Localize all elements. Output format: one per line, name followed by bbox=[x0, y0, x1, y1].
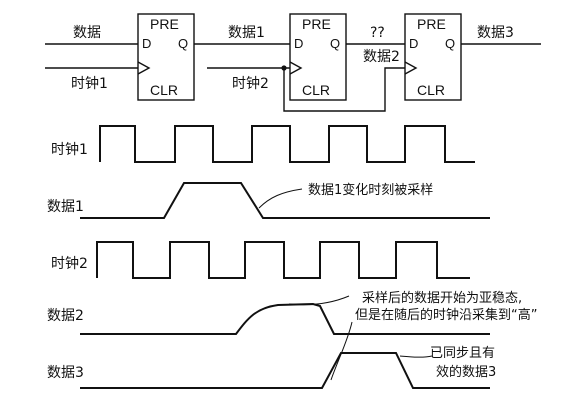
flipflop-3-body bbox=[404, 13, 462, 101]
waveform-clock2-label: 时钟2 bbox=[51, 255, 88, 272]
annotation-metastable-line1: 采样后的数据开始为亚稳态, bbox=[362, 290, 522, 306]
data3-output-label: 数据3 bbox=[477, 25, 514, 41]
flipflop-2-d: D bbox=[294, 36, 303, 51]
waveform-data1 bbox=[80, 182, 490, 219]
waveform-data1-label: 数据1 bbox=[47, 199, 84, 215]
waveform-data3-label: 数据3 bbox=[47, 365, 84, 381]
flipflop-2-pre: PRE bbox=[302, 16, 331, 32]
waveform-clock1 bbox=[99, 125, 475, 163]
data1-wire-label: 数据1 bbox=[228, 25, 265, 41]
input-data-label: 数据 bbox=[73, 25, 101, 41]
data2-wire-label: 数据2 bbox=[363, 49, 400, 65]
clock2-branch-wire bbox=[283, 67, 405, 112]
flipflop-3-q: Q bbox=[445, 36, 455, 51]
annotation-sampled-change: 数据1变化时刻被采样 bbox=[308, 182, 433, 198]
flipflop-3: PRE D Q CLR bbox=[404, 13, 462, 101]
flipflop-1-pre: PRE bbox=[150, 16, 179, 32]
flipflop-2-q: Q bbox=[330, 36, 340, 51]
flipflop-2-body bbox=[289, 13, 347, 101]
waveform-clock2 bbox=[96, 241, 470, 279]
annotation-metastable-leader bbox=[288, 295, 350, 306]
waveform-data2-label: 数据2 bbox=[47, 308, 84, 324]
timing-waveforms: 时钟1 数据1 数据1变化时刻被采样 时钟2 数据2 采样后的数据开始为亚稳态,… bbox=[47, 125, 537, 389]
flipflop-3-d: D bbox=[409, 36, 418, 51]
annotation-valid-leader bbox=[399, 355, 433, 358]
annotation-valid-line1: 已同步且有 bbox=[430, 346, 495, 361]
flipflop-1-clr: CLR bbox=[150, 82, 178, 98]
flipflop-1-clock-triangle bbox=[137, 61, 151, 75]
flipflop-1: PRE D Q CLR bbox=[137, 13, 195, 101]
annotation-valid-line2: 效的数据3 bbox=[436, 364, 496, 380]
annotation-sampled-leader bbox=[258, 188, 303, 209]
clock2-input-label: 时钟2 bbox=[232, 75, 269, 92]
flipflop-1-d: D bbox=[142, 36, 151, 51]
waveform-data2 bbox=[80, 302, 490, 335]
clock1-input-label: 时钟1 bbox=[71, 75, 108, 92]
flipflop-1-q: Q bbox=[178, 36, 188, 51]
waveform-data3 bbox=[80, 352, 490, 389]
flipflop-3-pre: PRE bbox=[417, 16, 446, 32]
circuit-schematic: 数据 时钟1 PRE D Q CLR 数据1 时钟2 PRE D Q CLR bbox=[45, 13, 541, 112]
annotation-metastable-line2: 但是在随后的时钟沿采集到“高” bbox=[355, 307, 537, 323]
flipflop-3-clock-triangle bbox=[404, 61, 418, 75]
flipflop-2: PRE D Q CLR bbox=[289, 13, 347, 101]
unknown-label: ?? bbox=[370, 25, 385, 41]
flipflop-2-clock-triangle bbox=[289, 61, 303, 75]
flipflop-2-clr: CLR bbox=[302, 82, 330, 98]
annotation-capture-leader bbox=[330, 321, 353, 381]
flipflop-3-clr: CLR bbox=[417, 82, 445, 98]
waveform-clock1-label: 时钟1 bbox=[51, 141, 88, 158]
flipflop-1-body bbox=[137, 13, 195, 101]
